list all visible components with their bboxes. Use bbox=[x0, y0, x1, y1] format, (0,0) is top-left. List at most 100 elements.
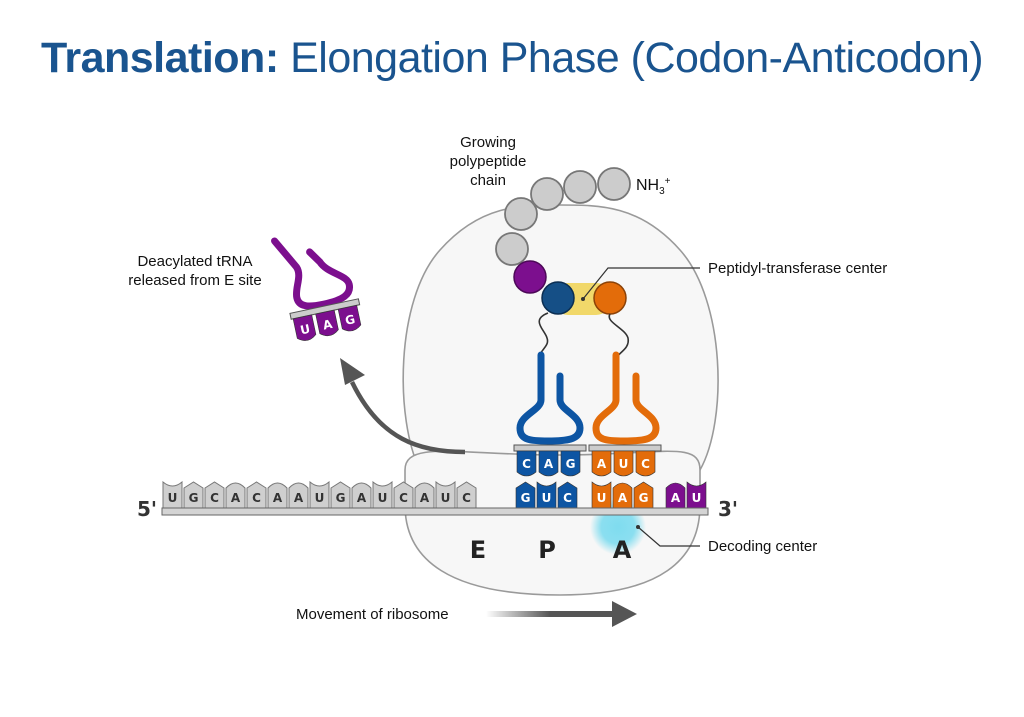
deacylated-label-line1: Deacylated tRNA bbox=[137, 253, 252, 270]
next-codon-base: A bbox=[665, 482, 686, 509]
a-site-codon-base-letter: A bbox=[618, 491, 628, 505]
release-arrow bbox=[349, 381, 466, 455]
mrna-base: A bbox=[267, 482, 288, 509]
amino-acid-p-site bbox=[541, 281, 575, 315]
amino-acid bbox=[597, 167, 631, 201]
mrna-base-letter: A bbox=[231, 491, 241, 505]
amino-acid bbox=[530, 177, 564, 211]
a-site-anticodon-base-letter: A bbox=[597, 457, 607, 471]
p-site-codon-base-letter: G bbox=[521, 491, 531, 505]
next-codon-base-letter: U bbox=[692, 491, 702, 505]
mrna-base: A bbox=[414, 482, 435, 509]
amino-terminus-sup: + bbox=[665, 176, 671, 187]
p-site-codon-base: C bbox=[557, 481, 578, 509]
title-bold: Translation: bbox=[40, 34, 279, 82]
a-trna-linker bbox=[608, 313, 630, 357]
a-site-codon-base-letter: U bbox=[597, 491, 607, 505]
mrna-base: A bbox=[288, 482, 309, 509]
a-site-anticodon-base: C bbox=[635, 450, 656, 477]
p-trna-bar bbox=[513, 444, 587, 452]
peptidyl-leader-dot bbox=[581, 297, 585, 301]
a-site-anticodon-base-letter: U bbox=[619, 457, 629, 471]
amino-terminus-label: NH3+ bbox=[636, 176, 671, 197]
mrna-base: U bbox=[309, 480, 330, 509]
p-site-anticodon-base-letter: C bbox=[522, 457, 531, 471]
deacylated-label-line2: released from E site bbox=[128, 272, 261, 289]
p-site-anticodon-base: A bbox=[538, 450, 559, 477]
p-site-codon-base-letter: U bbox=[542, 491, 552, 505]
movement-arrowhead bbox=[612, 601, 637, 627]
released-anticodon-letter: A bbox=[322, 317, 335, 333]
mrna-base: C bbox=[246, 481, 267, 509]
mrna-base-letter: U bbox=[315, 491, 325, 505]
peptidyl-center-label: Peptidyl-transferase center bbox=[708, 260, 887, 277]
a-site-codon-base: U bbox=[591, 481, 612, 509]
mrna-base: C bbox=[393, 481, 414, 509]
peptidyl-leader-line bbox=[582, 267, 700, 300]
mrna-base-letter: A bbox=[273, 491, 283, 505]
mrna-backbone bbox=[161, 507, 709, 516]
mrna-base: U bbox=[162, 480, 183, 509]
mrna-base: A bbox=[225, 482, 246, 509]
a-trna-bar bbox=[588, 444, 662, 452]
p-site-anticodon-base-letter: G bbox=[566, 457, 576, 471]
three-prime-label: 3' bbox=[718, 497, 738, 521]
amino-acid-a-site bbox=[593, 281, 627, 315]
mrna-base-letter: G bbox=[189, 491, 199, 505]
released-trna bbox=[271, 237, 361, 320]
mrna-base-letter: C bbox=[252, 491, 261, 505]
site-a-label: A bbox=[613, 536, 632, 564]
mrna-base-letter: A bbox=[357, 491, 367, 505]
p-site-anticodon-base: G bbox=[560, 450, 581, 477]
released-anticodon-base: U bbox=[292, 314, 317, 341]
decoding-leader-line bbox=[637, 526, 700, 547]
a-site-anticodon-base: U bbox=[613, 450, 634, 477]
p-site-anticodon-base-letter: A bbox=[544, 457, 554, 471]
p-site-trna bbox=[516, 351, 584, 445]
mrna-base: G bbox=[330, 481, 351, 509]
mrna-base-letter: U bbox=[168, 491, 178, 505]
movement-label: Movement of ribosome bbox=[296, 606, 449, 623]
next-codon-base: U bbox=[686, 481, 707, 509]
decoding-leader-dot bbox=[636, 525, 640, 529]
amino-acid bbox=[495, 232, 529, 266]
p-site-codon-base: G bbox=[515, 481, 536, 509]
amino-terminus-text: NH bbox=[636, 177, 659, 194]
mrna-base-letter: A bbox=[420, 491, 430, 505]
site-p-label: P bbox=[538, 536, 556, 564]
p-site-codon-base: U bbox=[536, 481, 557, 509]
large-ribosome-subunit bbox=[402, 204, 719, 471]
mrna-base: C bbox=[204, 481, 225, 509]
mrna-base: C bbox=[456, 481, 477, 509]
page-title: Translation: Elongation Phase (Codon-Ant… bbox=[0, 34, 1024, 83]
next-codon-base-letter: A bbox=[671, 491, 681, 505]
polypeptide-label-line3: chain bbox=[470, 172, 506, 189]
mrna-base-letter: C bbox=[462, 491, 471, 505]
polypeptide-label-line2: polypeptide bbox=[450, 153, 527, 170]
title-regular: Elongation Phase (Codon-Anticodon) bbox=[278, 34, 984, 82]
a-site-codon-base: A bbox=[612, 482, 633, 509]
mrna-base-letter: A bbox=[294, 491, 304, 505]
polypeptide-label-line1: Growing bbox=[460, 134, 516, 151]
mrna-base: A bbox=[351, 482, 372, 509]
amino-acid bbox=[504, 197, 538, 231]
five-prime-label: 5' bbox=[137, 497, 157, 521]
mrna-base: U bbox=[435, 480, 456, 509]
mrna-base-letter: C bbox=[399, 491, 408, 505]
released-anticodon-letter: G bbox=[344, 312, 357, 328]
mrna-base: G bbox=[183, 481, 204, 509]
mrna-base-letter: U bbox=[378, 491, 388, 505]
p-trna-linker bbox=[538, 312, 549, 357]
a-site-codon-base: G bbox=[633, 481, 654, 509]
p-site-codon-base-letter: C bbox=[563, 491, 572, 505]
movement-arrow-shaft bbox=[486, 611, 614, 617]
released-anticodon-letter: U bbox=[299, 322, 311, 338]
a-site-anticodon-base-letter: C bbox=[641, 457, 650, 471]
released-anticodon-base: A bbox=[315, 309, 339, 337]
amino-terminus-sub: 3 bbox=[659, 186, 665, 197]
